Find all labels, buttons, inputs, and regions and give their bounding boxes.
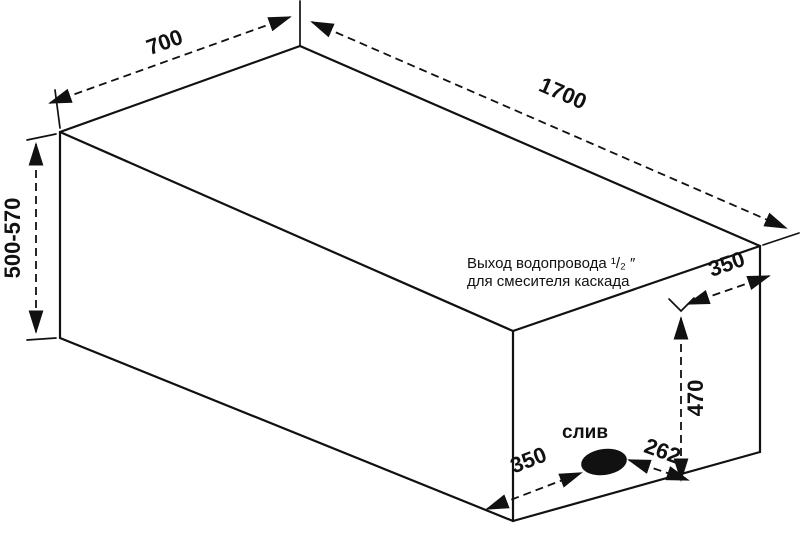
- dimension-label-700: 700: [143, 24, 186, 60]
- extension-line-right-corner: [762, 232, 800, 246]
- extension-line-height-top: [26, 133, 57, 141]
- drain-hole: [581, 448, 627, 476]
- note-line-1: Выход водопровода ¹/₂ ″: [467, 255, 636, 272]
- extension-line-height-bottom: [26, 337, 57, 341]
- dimension-line-700: [48, 16, 292, 104]
- dimension-height-500-570: 500-570: [0, 142, 44, 334]
- dimension-outlet-offset-350: 350: [686, 246, 771, 305]
- dimension-length-1700: 1700: [310, 21, 788, 229]
- drain-label: слив: [562, 422, 608, 443]
- dimension-label-1700: 1700: [536, 72, 591, 114]
- extension-line-left-corner: [54, 89, 61, 129]
- edge-top-back-right: [298, 44, 762, 248]
- dimension-line-outlet-350: [686, 275, 771, 305]
- dimension-drain-offset-350: 350: [485, 442, 583, 510]
- dimension-line-drain-350: [485, 472, 583, 510]
- dimension-drain-offset-262: 262: [627, 433, 690, 481]
- drain-group: слив: [562, 422, 627, 476]
- dimension-label-outlet-350: 350: [705, 246, 748, 282]
- dimension-line-drain-262: [627, 459, 690, 481]
- extension-lines: [26, 0, 800, 341]
- edge-bottom-front-left: [58, 336, 515, 523]
- dimension-label-500-570: 500-570: [0, 198, 25, 279]
- dimension-label-drain-262: 262: [641, 433, 684, 469]
- edge-top-back-left: [58, 44, 302, 134]
- dimension-line-1700: [310, 21, 788, 229]
- dimension-label-470: 470: [683, 380, 708, 417]
- edge-top-front-left: [58, 130, 515, 333]
- note-line-2: для смесителя каскада: [467, 273, 630, 290]
- dimension-outlet-height-470: 470: [673, 316, 708, 482]
- water-outlet-mark-icon: [668, 297, 695, 313]
- edge-top-front-right: [511, 244, 762, 333]
- water-outlet-note: Выход водопровода ¹/₂ ″ для смесителя ка…: [467, 255, 636, 290]
- dimension-width-700: 700: [48, 16, 292, 104]
